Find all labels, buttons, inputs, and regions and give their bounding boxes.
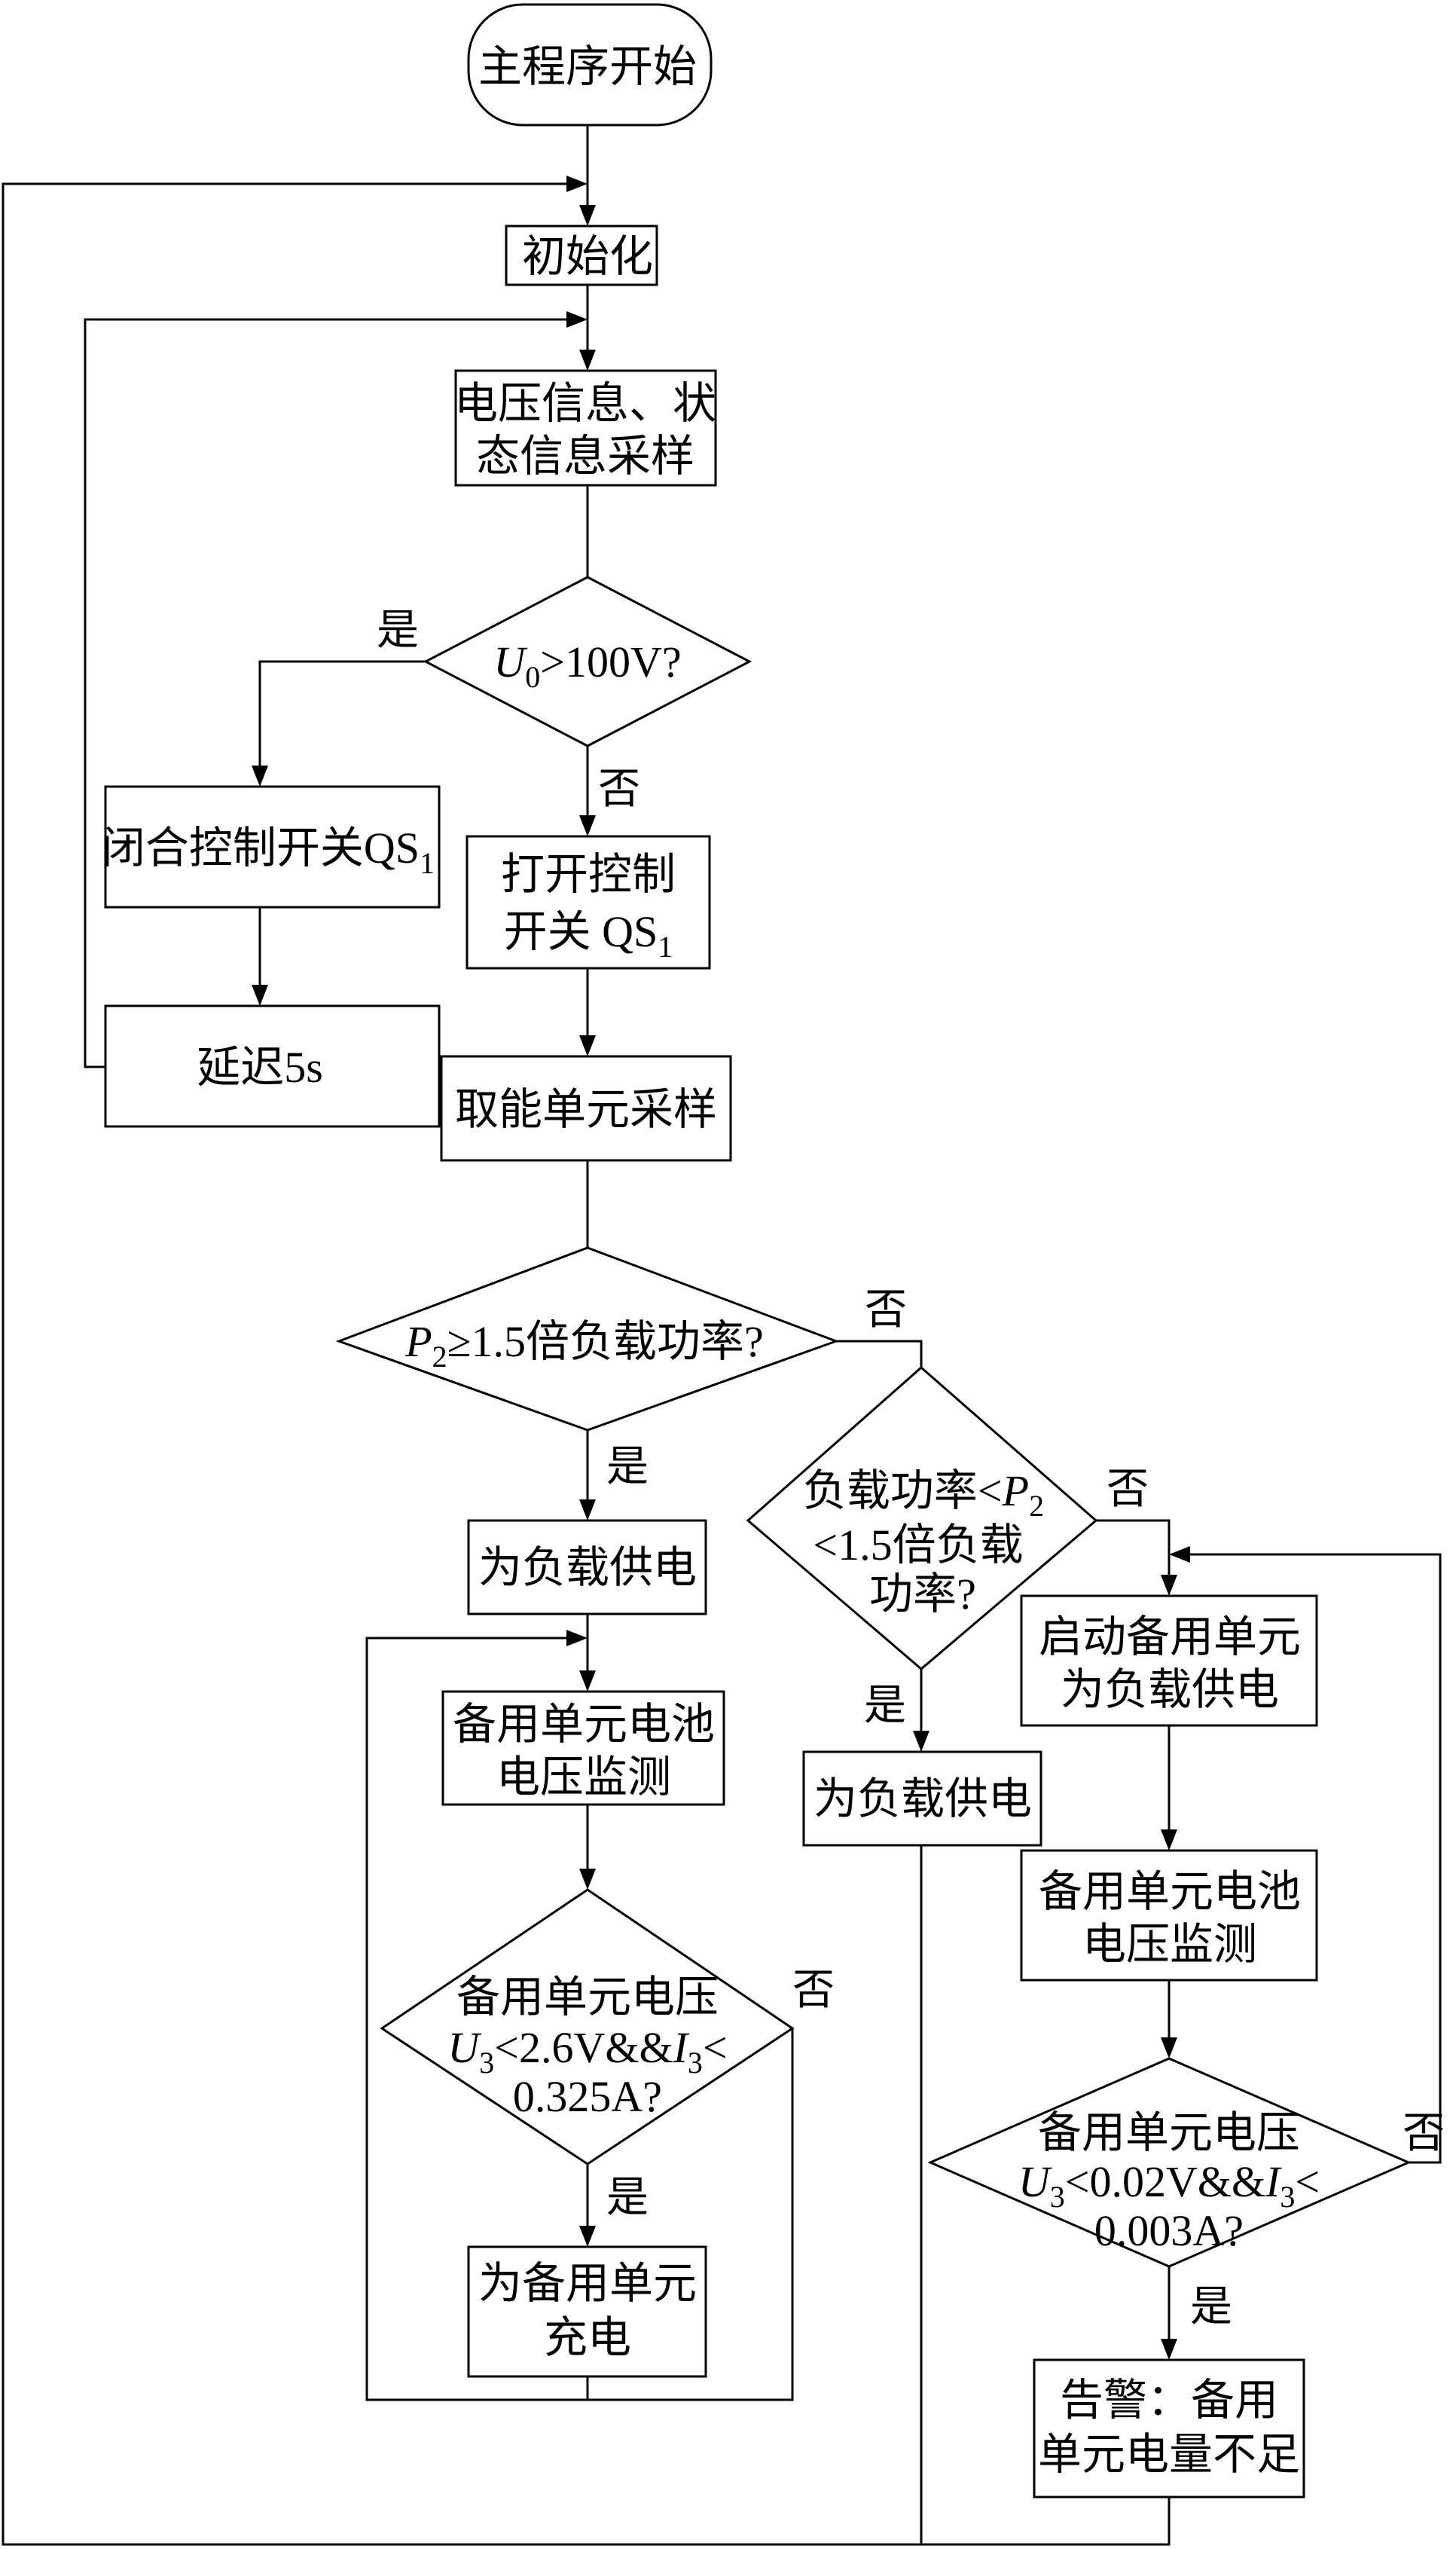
close-qs-label: 闭合控制开关QS1 xyxy=(102,824,435,880)
start-label: 主程序开始 xyxy=(478,42,697,91)
arrow-head xyxy=(1161,2037,1177,2058)
init-label: 初始化 xyxy=(522,232,653,281)
yes-connector xyxy=(258,660,426,773)
delay-loop-connector xyxy=(84,318,574,1068)
no-label-p2-range: 否 xyxy=(1106,1466,1149,1513)
no-label-left-voltage: 否 xyxy=(792,1967,835,2014)
no-label-p2: 否 xyxy=(865,1287,907,1334)
decision-u0-label: U0>100V? xyxy=(493,637,681,694)
alarm-label-line2: 单元电量不足 xyxy=(1038,2430,1300,2479)
close-qs-box xyxy=(104,785,441,909)
yes-label-right-voltage: 是 xyxy=(1190,2284,1232,2330)
arrow-head xyxy=(579,2226,596,2247)
no-connector xyxy=(1096,1519,1171,1582)
decision-left-line3: 0.325A? xyxy=(513,2072,662,2121)
arrow-head xyxy=(579,1035,596,1056)
sample-label-line1: 电压信息、状 xyxy=(454,379,716,428)
supply-left-label: 为负载供电 xyxy=(478,1543,697,1592)
no-label-u0: 否 xyxy=(598,766,640,813)
open-qs-box xyxy=(465,835,711,970)
decision-p2-range-line1: 负载功率<P2 xyxy=(803,1466,1044,1523)
arrow-head xyxy=(1161,1829,1177,1851)
arrow-head xyxy=(1161,2339,1177,2360)
arrow-head xyxy=(566,176,588,192)
harvest-box xyxy=(440,1055,732,1162)
arrow-head xyxy=(566,1630,588,1646)
arrow-head xyxy=(913,1731,929,1752)
arrow-head xyxy=(579,1869,596,1890)
arrow-head xyxy=(566,311,588,328)
arrow-head xyxy=(252,985,268,1006)
alarm-label-line1: 告警：备用 xyxy=(1060,2376,1278,2425)
charge-label-line2: 充电 xyxy=(544,2313,631,2362)
loop-back-connector xyxy=(2,182,1171,2546)
arrow-head xyxy=(1161,1575,1177,1596)
start-terminal xyxy=(467,3,713,127)
sample-box xyxy=(454,369,717,487)
decision-p2-range-line2: <1.5倍负载 xyxy=(813,1521,1023,1569)
arrow-head xyxy=(579,1499,596,1521)
charge-box xyxy=(467,2245,707,2378)
init-box xyxy=(505,225,658,286)
decision-p2-range-line3: 功率? xyxy=(869,1569,976,1618)
arrow-head xyxy=(579,205,596,226)
decision-left-line2: U3<2.6V&&I3< xyxy=(447,2023,727,2080)
open-qs-label-line2: 开关 QS1 xyxy=(504,907,673,964)
left-loop-connector xyxy=(365,1637,589,2401)
no-connector xyxy=(1183,1553,1442,2164)
monitor-left-label-line1: 备用单元电池 xyxy=(453,1700,715,1749)
delay-label: 延迟5s xyxy=(197,1043,323,1092)
no-connector xyxy=(588,2028,794,2401)
no-connector xyxy=(836,1340,923,1368)
arrow-head xyxy=(1169,1546,1190,1563)
monitor-right-label-line1: 备用单元电池 xyxy=(1039,1867,1301,1916)
start-backup-label-line2: 为负载供电 xyxy=(1061,1665,1279,1714)
harvest-label: 取能单元采样 xyxy=(455,1085,717,1134)
alarm-box xyxy=(1033,2358,1305,2499)
decision-right-line3: 0.003A? xyxy=(1094,2206,1244,2255)
monitor-left-label-line2: 电压监测 xyxy=(496,1753,671,1802)
yes-label-p2-range: 是 xyxy=(864,1683,906,1729)
yes-label-u0: 是 xyxy=(377,607,419,654)
monitor-right-box xyxy=(1020,1849,1318,1982)
start-backup-box xyxy=(1020,1594,1318,1727)
supply-mid-label: 为负载供电 xyxy=(813,1774,1032,1823)
arrow-head xyxy=(579,1670,596,1692)
arrow-head xyxy=(579,350,596,371)
arrow-head xyxy=(579,815,596,836)
decision-p2-label: P2≥1.5倍负载功率? xyxy=(404,1317,764,1374)
arrow-head xyxy=(252,766,268,787)
sample-label-line2: 态信息采样 xyxy=(476,432,694,481)
start-backup-label-line1: 启动备用单元 xyxy=(1039,1612,1301,1661)
open-qs-label-line1: 打开控制 xyxy=(501,850,676,899)
no-label-right-voltage: 否 xyxy=(1403,2110,1445,2157)
yes-label-p2: 是 xyxy=(606,1444,649,1490)
decision-left-line1: 备用单元电压 xyxy=(456,1973,719,2022)
monitor-right-label-line2: 电压监测 xyxy=(1082,1920,1257,1969)
yes-label-left-voltage: 是 xyxy=(606,2175,649,2221)
charge-label-line1: 为备用单元 xyxy=(478,2259,697,2308)
decision-right-line2: U3<0.02V&&I3< xyxy=(1018,2157,1320,2214)
monitor-left-box xyxy=(441,1690,725,1806)
supply-mid-box xyxy=(802,1750,1042,1847)
decision-right-line1: 备用单元电压 xyxy=(1038,2108,1300,2157)
